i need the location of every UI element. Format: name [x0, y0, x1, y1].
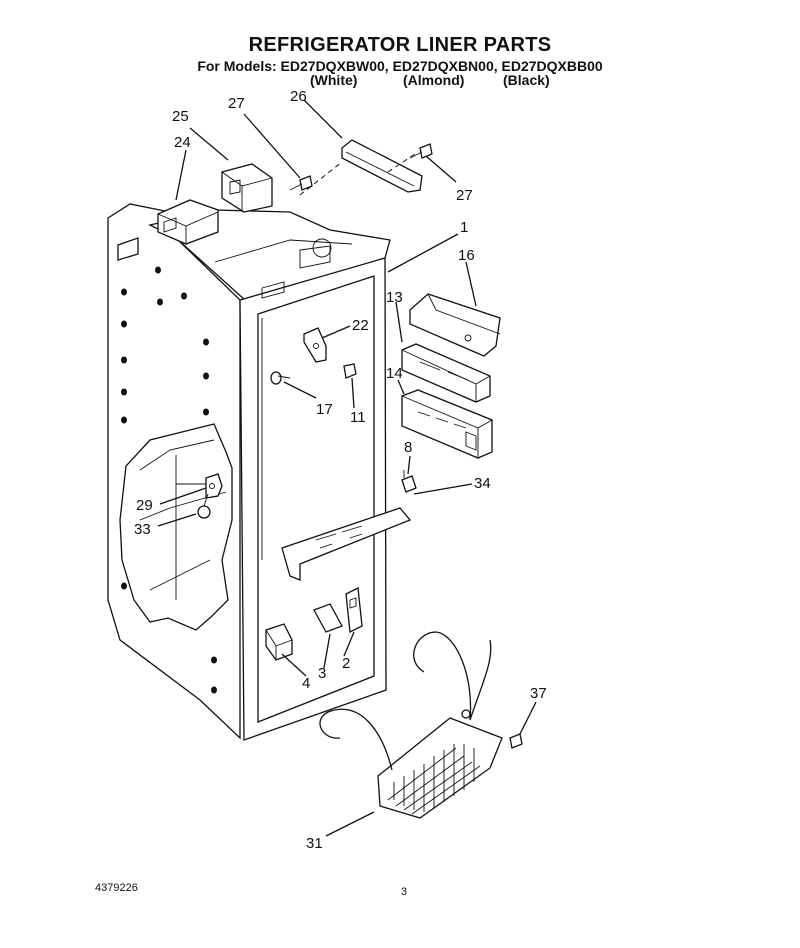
callout-27-right: 27 — [456, 187, 473, 204]
part-24-control-housing — [157, 199, 219, 245]
page-number: 3 — [401, 886, 408, 898]
callout-24: 24 — [174, 134, 191, 151]
part-14-housing — [401, 389, 493, 459]
callout-33: 33 — [134, 521, 151, 538]
part-13-bracket — [401, 343, 491, 403]
part-29-thermostat — [176, 473, 223, 499]
part-22-bracket — [303, 327, 327, 363]
part-11-screw — [343, 363, 357, 379]
callout-13: 13 — [386, 289, 403, 306]
callout-11: 11 — [350, 409, 366, 426]
part-26-rail — [341, 139, 423, 193]
color-black: (Black) — [503, 72, 550, 88]
callout-14: 14 — [386, 365, 403, 382]
part-number: 4379226 — [95, 882, 138, 894]
part-3-bracket — [313, 603, 343, 633]
callout-16: 16 — [458, 247, 475, 264]
assembly-line-screw — [387, 151, 419, 173]
leader-lines — [157, 99, 537, 837]
part-27-screw-right — [409, 143, 433, 159]
callout-29: 29 — [136, 497, 153, 514]
callout-26: 26 — [290, 88, 307, 105]
part-37-screw — [509, 733, 523, 749]
models-line: For Models: ED27DQXBW00, ED27DQXBN00, ED… — [197, 58, 603, 74]
part-31-evaporator — [319, 631, 503, 819]
callout-3: 3 — [318, 665, 326, 682]
part-4-block — [265, 623, 293, 661]
callout-25: 25 — [172, 108, 189, 125]
color-white: (White) — [310, 72, 358, 88]
part-34-shelf — [281, 507, 412, 581]
callout-labels: 25 24 27 26 27 1 16 13 22 14 17 11 8 34 … — [134, 88, 547, 852]
color-almond: (Almond) — [403, 72, 465, 88]
callout-37: 37 — [530, 685, 547, 702]
callout-31: 31 — [306, 835, 323, 852]
callout-17: 17 — [316, 401, 333, 418]
callout-4: 4 — [302, 675, 310, 692]
part-27-screw-upper — [289, 175, 313, 191]
callout-22: 22 — [352, 317, 369, 334]
callout-27-upper: 27 — [228, 95, 245, 112]
part-2-bracket — [345, 586, 363, 634]
part-8-clip — [401, 470, 417, 493]
callout-2: 2 — [342, 655, 350, 672]
part-25-bracket — [221, 163, 273, 213]
callout-8: 8 — [404, 439, 412, 456]
part-33-sensor — [197, 493, 211, 519]
part-17-plug — [270, 371, 291, 385]
callout-34: 34 — [474, 475, 491, 492]
page-title: REFRIGERATOR LINER PARTS — [248, 34, 552, 56]
part-16-trough — [409, 293, 501, 357]
callout-1: 1 — [460, 219, 468, 236]
